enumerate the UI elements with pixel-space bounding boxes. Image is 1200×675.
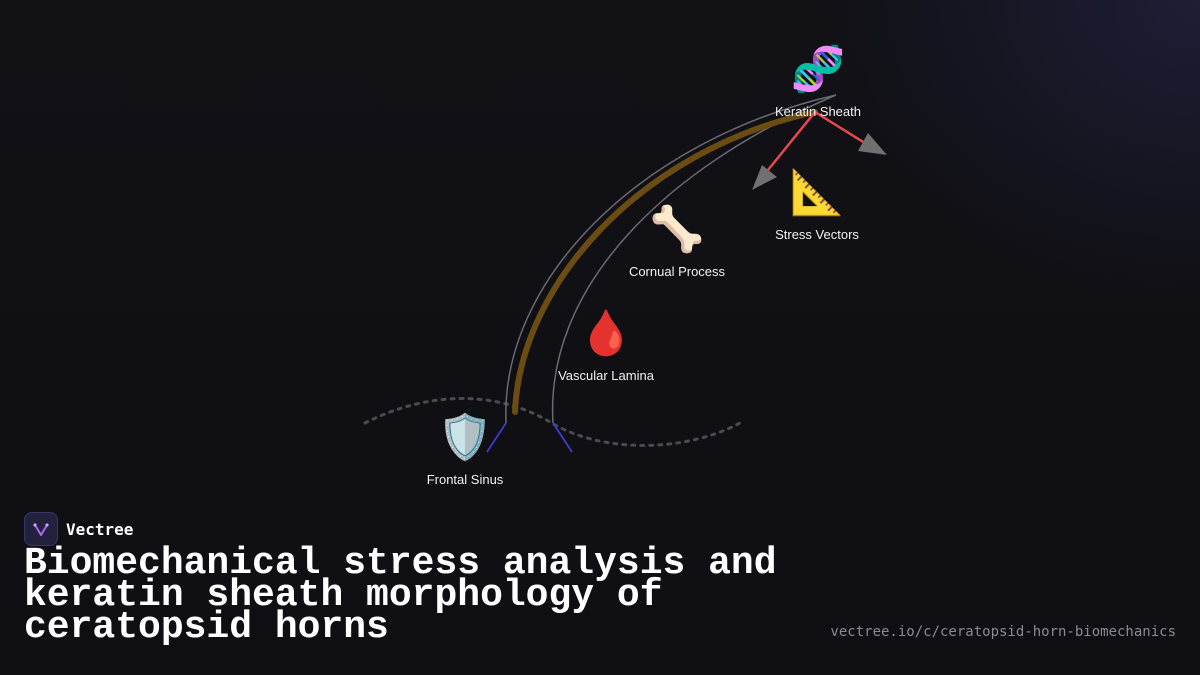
brand[interactable]: Vectree [24, 512, 133, 546]
stress-vector-down [767, 111, 816, 171]
node-cornual-process: 🦴 Cornual Process [597, 204, 757, 279]
node-label: Keratin Sheath [774, 104, 861, 119]
node-stress-vectors: 📐 Stress Vectors [737, 167, 897, 242]
brand-name: Vectree [66, 519, 134, 539]
horn-base-left-line [486, 422, 507, 453]
node-label: Frontal Sinus [426, 472, 504, 487]
stress-vector-right-arrowhead [858, 133, 887, 155]
dna-icon: 🧬 [790, 44, 846, 95]
horn-outer-outline [505, 94, 837, 424]
vectree-logo-mark [33, 523, 49, 536]
vectree-logo-icon [24, 512, 58, 546]
stress-vector-down-arrowhead [752, 165, 777, 190]
node-frontal-sinus: 🛡️ Frontal Sinus [385, 412, 545, 487]
blood-drop-icon: 🩸 [578, 308, 634, 359]
stress-vector-right [814, 110, 869, 147]
horn-core-line [512, 109, 818, 415]
horn-inner-outline [551, 94, 837, 424]
shield-icon: 🛡️ [437, 412, 493, 463]
horn-base-right-line [552, 422, 573, 453]
node-label: Stress Vectors [775, 227, 859, 242]
node-label: Cornual Process [628, 264, 726, 279]
page-title: Biomechanical stress analysis and kerati… [24, 542, 777, 649]
bone-icon: 🦴 [649, 204, 705, 255]
triangular-ruler-icon: 📐 [789, 167, 845, 218]
source-url[interactable]: vectree.io/c/ceratopsid-horn-biomechanic… [830, 624, 1176, 640]
node-vascular-lamina: 🩸 Vascular Lamina [526, 308, 686, 383]
node-keratin-sheath: 🧬 Keratin Sheath [738, 44, 898, 119]
node-label: Vascular Lamina [558, 368, 654, 383]
